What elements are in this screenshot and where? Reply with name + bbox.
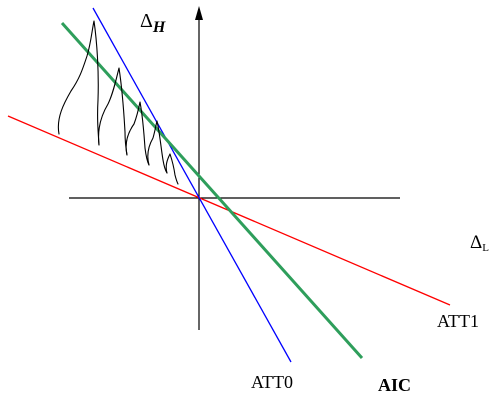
aic-line: [60, 21, 364, 360]
att0-line: [92, 7, 292, 363]
horizontal-axis-label: ΔL: [470, 233, 489, 254]
horizontal-axis-subscript: L: [482, 242, 489, 254]
hatch-stroke-3: [125, 101, 150, 166]
aic-label: AIC: [378, 375, 412, 395]
hatch-stroke-4: [147, 120, 168, 174]
hatch-stroke-1: [57, 20, 100, 146]
hatched-region: [57, 20, 179, 185]
vertical-axis-symbol: Δ: [140, 10, 153, 32]
vertical-axis-label: ΔH: [140, 11, 165, 36]
hatch-stroke-2: [98, 67, 128, 156]
att0-label: ATT0: [251, 372, 293, 392]
att1-label: ATT1: [437, 311, 479, 331]
horizontal-axis-symbol: Δ: [470, 232, 483, 253]
vertical-axis-arrowhead: [195, 6, 203, 20]
hatch-stroke-5: [165, 153, 179, 185]
vertical-axis-subscript: H: [152, 19, 166, 36]
